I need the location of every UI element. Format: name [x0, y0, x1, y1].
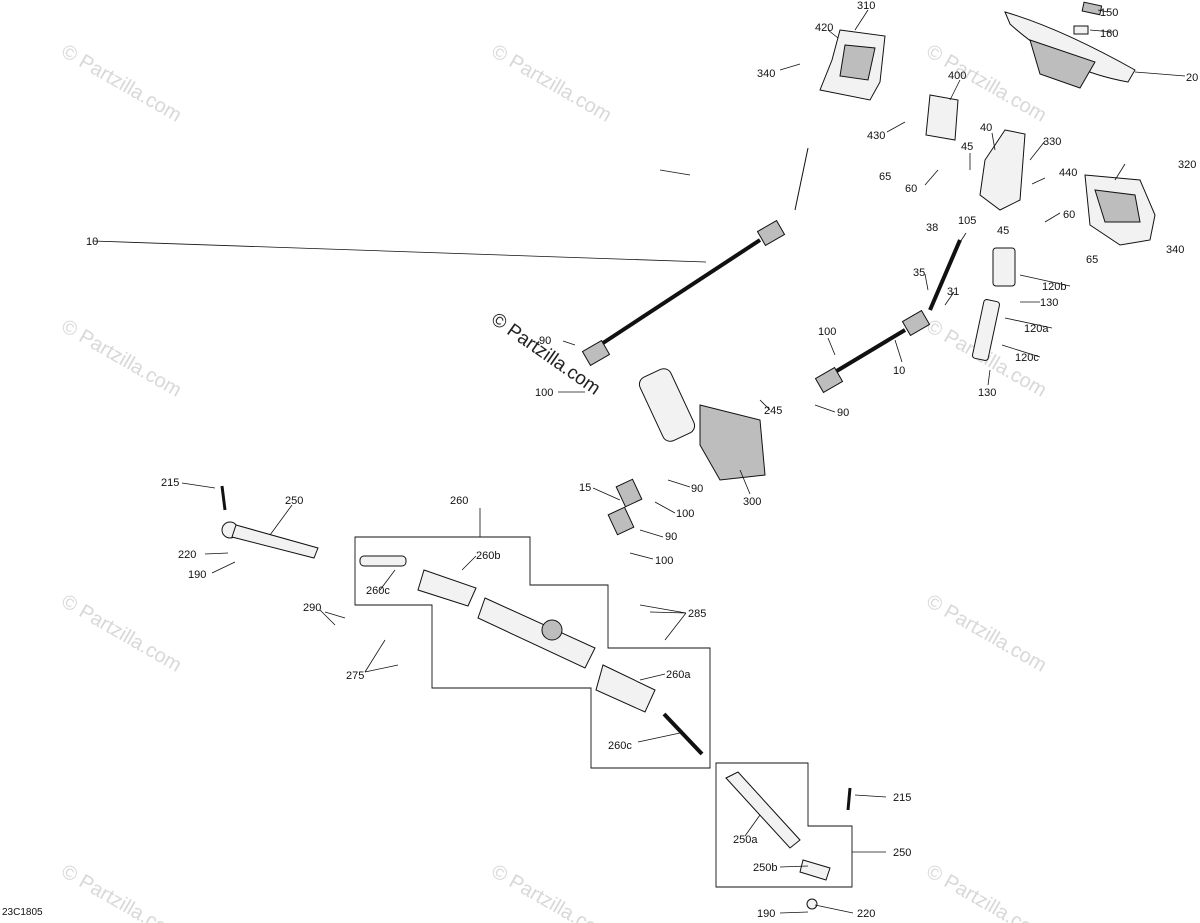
figure-id: 23C1805: [2, 907, 43, 918]
callout-340b: 340: [1166, 244, 1184, 256]
watermark: © Partzilla.com: [58, 860, 186, 923]
callout-90: 90: [539, 335, 551, 347]
callout-65b: 65: [1086, 254, 1098, 266]
callout-35: 35: [913, 267, 925, 279]
callout-90b: 90: [837, 407, 849, 419]
callout-105: 105: [958, 215, 976, 227]
callout-285: 285: [688, 608, 706, 620]
callout-15: 15: [579, 482, 591, 494]
watermark: © Partzilla.com: [488, 860, 616, 923]
watermark-layer: © Partzilla.com © Partzilla.com © Partzi…: [58, 40, 1051, 923]
callout-40: 40: [980, 122, 992, 134]
assembly-boxes: [354, 536, 853, 888]
callout-120c: 120c: [1015, 352, 1039, 364]
steering-wheel-part: [1004, 1, 1136, 89]
callout-20: 20: [1186, 72, 1198, 84]
watermark: © Partzilla.com: [923, 860, 1051, 923]
steering-rack-group-box: [354, 536, 711, 769]
column-cover-320-part: [1084, 174, 1156, 246]
callout-100d: 100: [655, 555, 673, 567]
column-support-40-part: [979, 129, 1026, 211]
callout-245: 245: [764, 405, 782, 417]
bracket-400-part: [925, 94, 959, 141]
callout-260c-lower: 260c: [608, 740, 632, 752]
callout-215: 215: [161, 477, 179, 489]
callout-340: 340: [757, 68, 775, 80]
boot-actuator-part: [971, 247, 1016, 361]
intermediate-shaft-upper-part: [581, 147, 809, 367]
callout-250-lower: 250: [893, 847, 911, 859]
leader-lines: [92, 9, 1186, 914]
callout-300: 300: [743, 496, 761, 508]
callout-100: 100: [818, 326, 836, 338]
callout-430: 430: [867, 130, 885, 142]
callout-60b: 60: [1063, 209, 1075, 221]
intermediate-shaft-lower-part: [814, 239, 962, 394]
callout-10-lower: 10: [893, 365, 905, 377]
callout-250: 250: [285, 495, 303, 507]
watermark: © Partzilla.com: [58, 40, 186, 126]
universal-joint-15-part: [607, 478, 643, 536]
parts-artwork: [220, 1, 1156, 910]
callout-45: 45: [961, 141, 973, 153]
callout-150: 150: [1100, 7, 1118, 19]
steering-rack-part: [359, 555, 704, 756]
watermark: © Partzilla.com: [923, 590, 1051, 676]
callout-330: 330: [1043, 136, 1061, 148]
callout-400: 400: [948, 70, 966, 82]
callout-65: 65: [879, 171, 891, 183]
callout-250a: 250a: [733, 834, 758, 846]
watermark: © Partzilla.com: [58, 315, 186, 401]
callout-100b: 100: [535, 387, 553, 399]
callout-labels: 310 420 340 150 160 20 400 430 40 330 45…: [86, 0, 1198, 920]
callout-90c: 90: [691, 483, 703, 495]
callout-190-lower: 190: [757, 908, 775, 920]
callout-120a: 120a: [1024, 323, 1049, 335]
callout-320: 320: [1178, 159, 1196, 171]
callout-420: 420: [815, 22, 833, 34]
power-steering-unit-300-part: [638, 368, 766, 481]
column-cover-310-part: [819, 29, 886, 101]
callout-190: 190: [188, 569, 206, 581]
callout-260c: 260c: [366, 585, 390, 597]
watermark: © Partzilla.com: [488, 40, 616, 126]
callout-120b: 120b: [1042, 281, 1066, 293]
callout-440: 440: [1059, 167, 1077, 179]
callout-290: 290: [303, 602, 321, 614]
callout-60: 60: [905, 183, 917, 195]
callout-160: 160: [1100, 28, 1118, 40]
callout-220: 220: [178, 549, 196, 561]
callout-10-upper: 10: [86, 236, 98, 248]
callout-275: 275: [346, 670, 364, 682]
tie-rod-right-part: [725, 771, 852, 910]
callout-260a: 260a: [666, 669, 691, 681]
tie-rod-group-box: [715, 762, 853, 888]
callout-250b: 250b: [753, 862, 777, 874]
callout-90d: 90: [665, 531, 677, 543]
tie-rod-left-part: [220, 485, 319, 559]
callout-130: 130: [1040, 297, 1058, 309]
callout-45b: 45: [997, 225, 1009, 237]
callout-100c: 100: [676, 508, 694, 520]
callout-310: 310: [857, 0, 875, 12]
watermark: © Partzilla.com: [58, 590, 186, 676]
callout-31: 31: [947, 286, 959, 298]
callout-130b: 130: [978, 387, 996, 399]
callout-260: 260: [450, 495, 468, 507]
callout-220-lower: 220: [857, 908, 875, 920]
callout-38: 38: [926, 222, 938, 234]
callout-215-lower: 215: [893, 792, 911, 804]
callout-260b: 260b: [476, 550, 500, 562]
